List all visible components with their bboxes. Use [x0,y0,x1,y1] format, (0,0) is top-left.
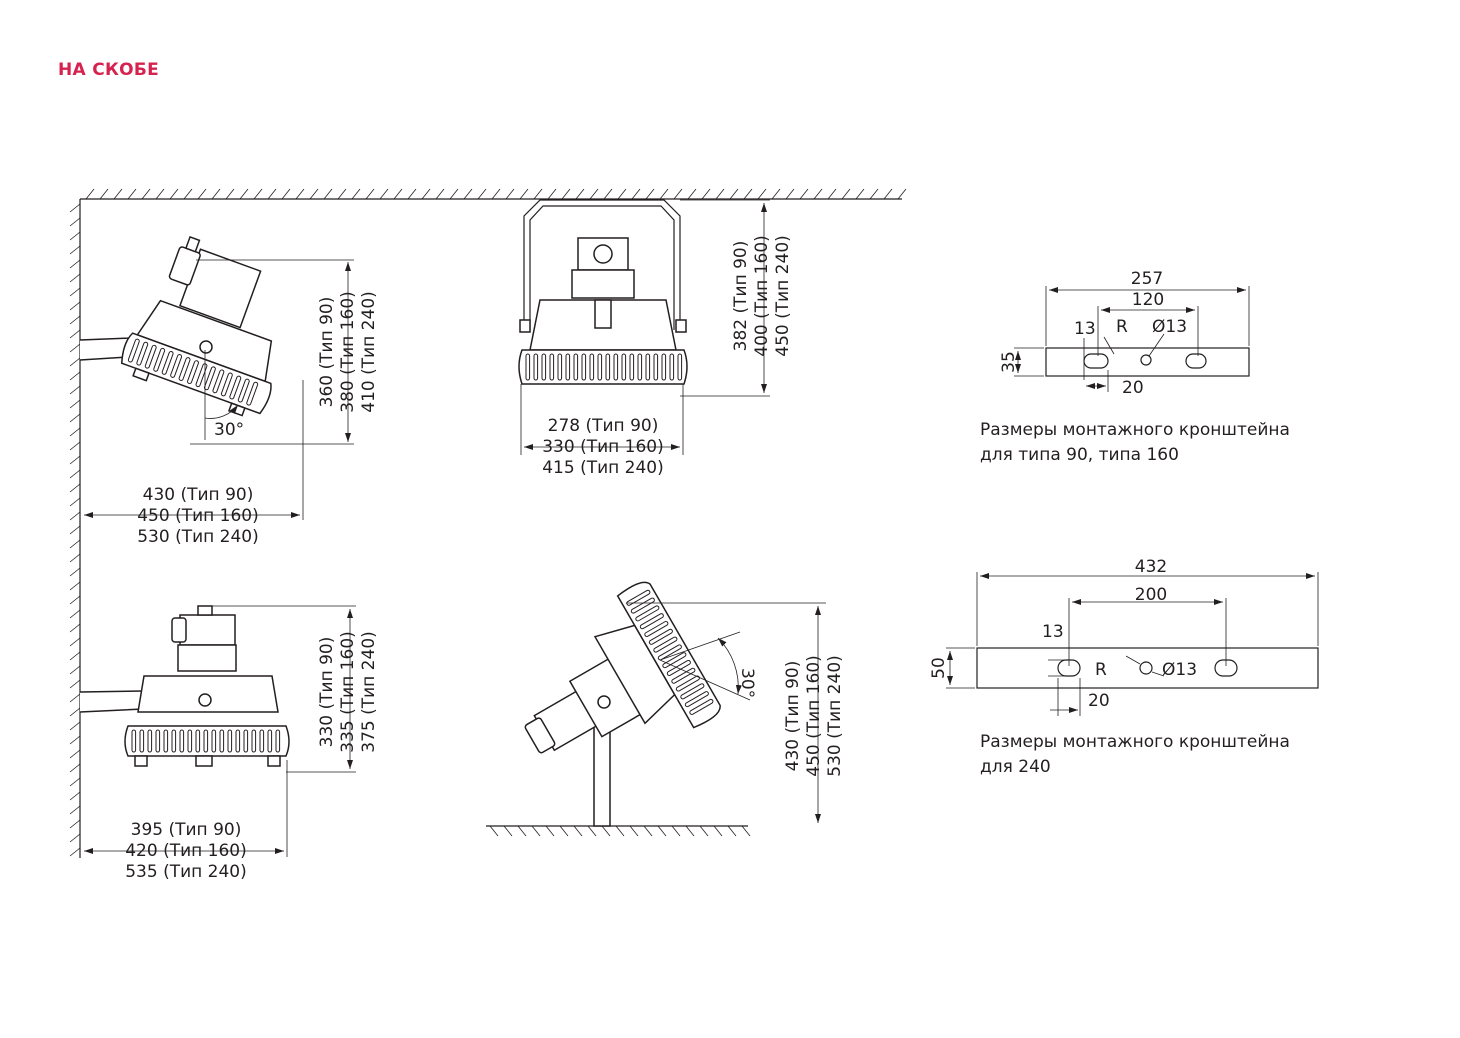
bracket-large-hole-spacing: 200 [1135,585,1167,605]
wall-tilted-width-2: 450 (Тип 160) [137,506,259,526]
ceiling-width-3: 415 (Тип 240) [542,458,664,478]
wall-horizontal-height-1: 330 (Тип 90) [317,637,337,748]
wall-horizontal-width-1: 395 (Тип 90) [131,820,242,840]
floor-tilted-height-2: 450 (Тип 160) [804,655,824,777]
bracket-small-radius: R [1116,317,1128,337]
bracket-large-caption-line-2: для 240 [980,757,1051,777]
bracket-large-hole-dia: Ø13 [1162,660,1197,680]
floor-tilted-view: 30° 430 (Тип 90) 450 (Тип 160) 530 (Тип … [524,581,845,827]
ceiling-width-1: 278 (Тип 90) [548,416,659,436]
ceiling-height-2: 400 (Тип 160) [752,235,772,357]
bracket-small-length: 257 [1131,269,1163,289]
floor-tilted-height-3: 530 (Тип 240) [825,655,845,777]
bracket-large-drawing: 432 200 13 R Ø13 20 50 [929,557,1319,716]
wall-tilted-height-3: 410 (Тип 240) [359,291,379,413]
floor-line [486,825,751,837]
floor-tilted-height-1: 430 (Тип 90) [783,661,803,772]
bracket-small-offset: 13 [1074,319,1096,339]
bracket-large-caption: Размеры монтажного кронштейна для 240 [980,730,1290,780]
wall-horizontal-width-3: 535 (Тип 240) [125,862,247,882]
bracket-small-hole-spacing: 120 [1132,290,1164,310]
bracket-small-drawing: 257 120 13 R Ø13 20 35 [999,269,1250,398]
bracket-small-slot: 20 [1122,378,1144,398]
wall-horizontal-height-2: 335 (Тип 160) [338,631,358,753]
bracket-small-hole-dia: Ø13 [1152,317,1187,337]
wall-tilted-width-3: 530 (Тип 240) [137,527,259,547]
wall-tilted-angle: 30° [214,420,244,440]
ceiling-line [80,188,907,200]
bracket-large-radius: R [1095,660,1107,680]
ceiling-view: 278 (Тип 90) 330 (Тип 160) 415 (Тип 240)… [518,199,793,478]
wall-horizontal-width-2: 420 (Тип 160) [125,841,247,861]
bracket-small-caption-line-2: для типа 90, типа 160 [980,445,1179,465]
ceiling-width-2: 330 (Тип 160) [542,437,664,457]
bracket-large-offset: 13 [1042,622,1064,642]
wall-tilted-view: 30° 430 (Тип 90) 450 (Тип 160) 530 (Тип … [79,235,379,547]
page-title: НА СКОБЕ [58,60,160,80]
ceiling-height-1: 382 (Тип 90) [731,241,751,352]
wall-tilted-height-1: 360 (Тип 90) [317,297,337,408]
floor-tilted-angle: 30° [737,668,757,698]
bracket-small-caption-line-1: Размеры монтажного кронштейна [980,420,1290,440]
wall-horizontal-height-3: 375 (Тип 240) [359,631,379,753]
bracket-large-slot: 20 [1088,691,1110,711]
wall-tilted-width-1: 430 (Тип 90) [143,485,254,505]
bracket-large-length: 432 [1135,557,1167,577]
bracket-large-caption-line-1: Размеры монтажного кронштейна [980,732,1290,752]
wall-line [69,199,81,858]
bracket-large-height: 50 [929,657,949,679]
wall-horizontal-view: 395 (Тип 90) 420 (Тип 160) 535 (Тип 240)… [79,605,379,882]
bracket-small-height: 35 [999,351,1019,373]
bracket-small-caption: Размеры монтажного кронштейна для типа 9… [980,418,1290,468]
ceiling-height-3: 450 (Тип 240) [773,235,793,357]
wall-tilted-height-2: 380 (Тип 160) [338,291,358,413]
